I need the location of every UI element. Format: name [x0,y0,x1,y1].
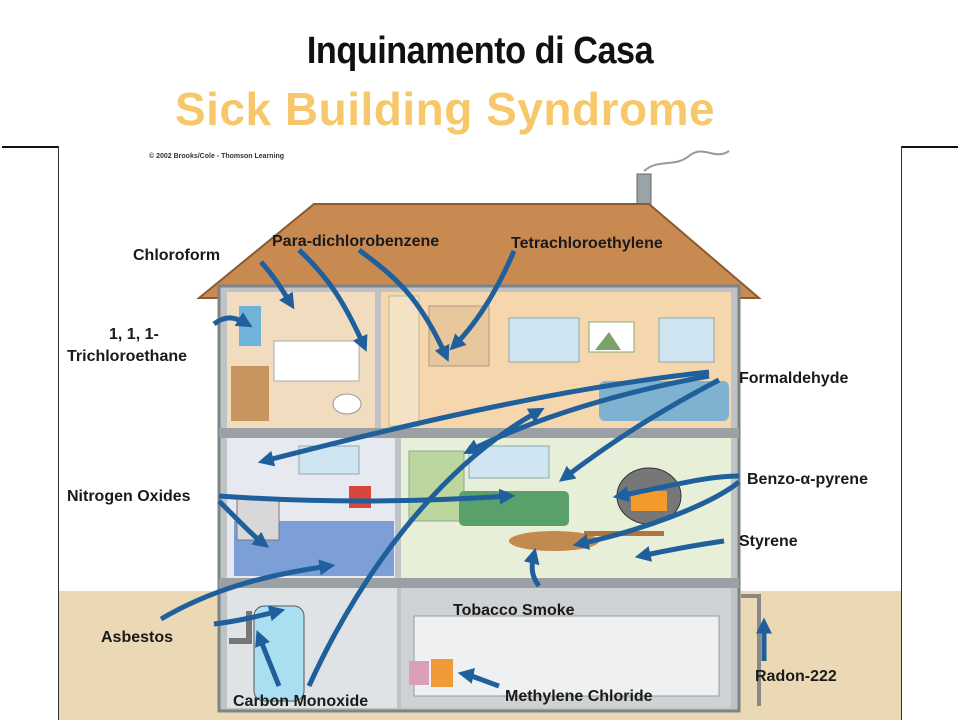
bedroom-window-2 [658,317,715,363]
arrow-trichloroethane [212,312,253,328]
label-tobacco-smoke: Tobacco Smoke [453,602,575,619]
drain-pipe [741,594,761,706]
arrow-carbon-heater [255,630,282,687]
arrow-asbestos [159,559,336,622]
label-para-dichlorobenzene: Para-dichlorobenzene [272,233,439,250]
label-asbestos: Asbestos [101,629,173,646]
picture-mountain [595,332,621,350]
page-title: Inquinamento di Casa [306,30,654,72]
basement-floor [413,615,720,697]
utility-room [227,588,397,708]
pipe [229,611,252,644]
fire [631,491,667,511]
label-trichloroethane-line2: Trichloroethane [67,348,187,365]
label-radon-222: Radon-222 [755,668,837,685]
label-carbon-monoxide: Carbon Monoxide [233,693,368,710]
arrow-formaldehyde-room [558,377,721,482]
roof [196,203,762,299]
label-chloroform: Chloroform [133,247,220,264]
floor-slab-upper [219,428,739,438]
arrow-methylene-chloride [457,668,500,689]
arrow-carbon-monoxide [306,407,545,688]
bedroom-window [508,317,580,363]
paint-can-1 [409,661,429,685]
arrow-para-closet [357,247,450,362]
label-formaldehyde: Formaldehyde [739,370,848,387]
kitchen-chair [349,486,371,508]
arrow-para-bathroom [297,248,368,352]
arrow-nitrogen-stove [217,499,270,548]
house-illustration-frame: © 2002 Brooks/Cole - Thomson Learning Ch… [58,146,902,720]
arrow-chloroform [259,260,295,310]
arrow-nitrogen-oxides [218,488,516,505]
label-styrene: Styrene [739,533,798,550]
label-trichloroethane-line1: 1, 1, 1- [109,326,159,343]
arrow-tobacco [523,547,542,588]
arrow-asbestos-pipe [213,605,286,627]
paint-can-2 [431,659,453,687]
toilet [332,393,362,415]
label-tetrachloroethylene: Tetrachloroethylene [511,235,663,252]
house-pollution-diagram: © 2002 Brooks/Cole - Thomson Learning Ch… [59,150,901,720]
water-heater [253,605,305,702]
arrow-tetrachloroethylene [449,250,517,351]
chimney-smoke [643,150,730,172]
stove [236,497,280,541]
arrow-formaldehyde-kitchen [257,369,710,467]
label-methylene-chloride: Methylene Chloride [505,688,653,705]
wall-picture [588,321,635,353]
arrow-styrene [634,538,725,562]
bedroom-door [388,295,420,427]
bathtub [273,340,360,382]
copyright-note: © 2002 Brooks/Cole - Thomson Learning [149,152,284,160]
label-benzo-a-pyrene: Benzo-α-pyrene [747,471,868,488]
floor-slab-lower [219,578,739,588]
title-rule-left [2,146,60,148]
label-nitrogen-oxides: Nitrogen Oxides [67,488,191,505]
title-rule-right [900,146,958,148]
bathroom-cabinet [231,366,269,421]
page-subtitle: Sick Building Syndrome [175,83,716,135]
arrow-benzo-table [572,480,741,550]
bathroom-window [239,306,261,346]
arrow-benzo-stove [612,473,740,502]
